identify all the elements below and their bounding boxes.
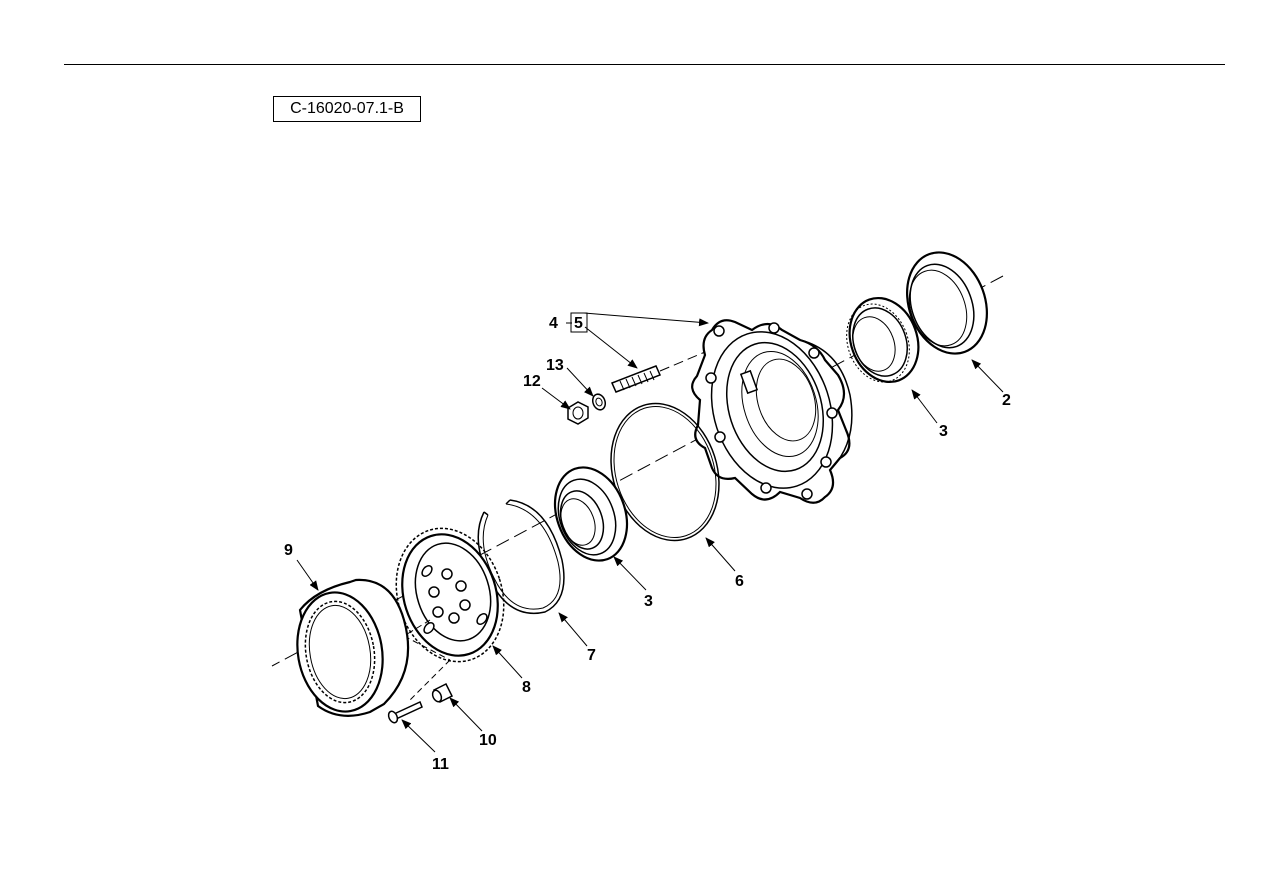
- callout-2: 2: [1002, 392, 1011, 409]
- callout-6: 6: [735, 573, 744, 590]
- part-13-washer: [591, 393, 607, 411]
- part-4-hub: [691, 319, 853, 504]
- callout-13: 13: [546, 357, 564, 374]
- leader-lines: [296, 312, 1004, 753]
- callout-7: 7: [587, 647, 596, 664]
- callout-5-box: [570, 312, 588, 333]
- callout-5: 5: [574, 315, 583, 332]
- part-3-lower-bearing: [553, 466, 629, 562]
- callout-10: 10: [479, 732, 497, 749]
- part-8-carrier: [395, 527, 505, 701]
- callout-3-upper: 3: [939, 423, 948, 440]
- callout-11: 11: [432, 756, 449, 773]
- callout-12: 12: [523, 373, 541, 390]
- top-rule: [64, 64, 1225, 65]
- callout-9: 9: [284, 542, 293, 559]
- part-12-nut: [567, 401, 589, 425]
- part-5-stud: [610, 351, 706, 393]
- part-9-ring-gear: [296, 578, 410, 717]
- part-10-pin: [431, 682, 454, 704]
- part-11-bolt: [387, 700, 423, 724]
- callout-8: 8: [522, 679, 531, 696]
- callout-4: 4: [549, 315, 558, 332]
- part-3-upper-bearing: [846, 296, 920, 384]
- callout-3-lower: 3: [644, 593, 653, 610]
- callout-labels: 2 3 4 5 13 12 6 3 7 8 9 10 11: [284, 315, 1011, 773]
- figure-id-box: C-16020-07.1-B: [273, 96, 421, 122]
- part-2-seal: [906, 251, 988, 355]
